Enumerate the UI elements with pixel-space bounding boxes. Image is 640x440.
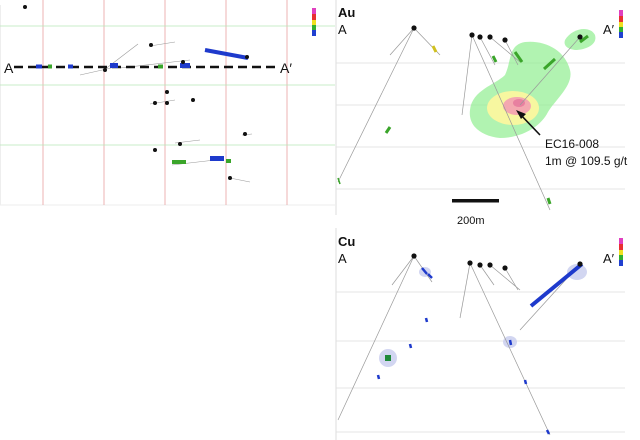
cu-colour-legend (619, 238, 623, 266)
plan-section-start-label: A (4, 60, 14, 76)
cu-grade-halo (379, 264, 587, 367)
au-collars (411, 25, 583, 43)
plan-view-panel: A A′ (0, 0, 335, 206)
au-colour-legend (619, 10, 623, 38)
cu-element-label: Cu (338, 234, 355, 249)
plan-collars (23, 5, 249, 180)
plan-cu-intercept (204, 48, 249, 60)
cu-section-end-label: A′ (603, 251, 615, 266)
plan-grid-vertical (42, 0, 288, 205)
cu-main-intercept (529, 262, 584, 308)
au-element-label: Au (338, 5, 355, 20)
plan-intercept-markers (36, 63, 231, 164)
scale-bar-label: 200m (457, 215, 485, 227)
au-callout-arrow (516, 110, 541, 136)
plan-grid-horizontal (0, 25, 335, 146)
cu-section-start-label: A (338, 251, 347, 266)
au-section-end-label: A′ (603, 22, 615, 37)
cu-high-grade-core (385, 355, 391, 361)
cu-drill-traces (337, 255, 581, 436)
cu-collars (411, 253, 583, 271)
au-callout-hole: EC16-008 (545, 137, 599, 151)
cu-intercepts (376, 267, 551, 435)
au-section-start-label: A (338, 22, 347, 37)
scale-bar (452, 199, 499, 203)
cu-grid-levels (336, 291, 625, 433)
au-intercepts (337, 34, 589, 205)
au-section-panel: EC16-008 1m @ 109.5 g/t 200m Au A A′ (335, 0, 628, 227)
cu-section-panel: Cu A A′ (335, 228, 625, 440)
plan-colour-legend (312, 8, 316, 36)
plan-section-end-label: A′ (280, 60, 292, 76)
au-grade-halo (469, 28, 596, 139)
au-callout-interval: 1m @ 109.5 g/t (545, 154, 628, 168)
